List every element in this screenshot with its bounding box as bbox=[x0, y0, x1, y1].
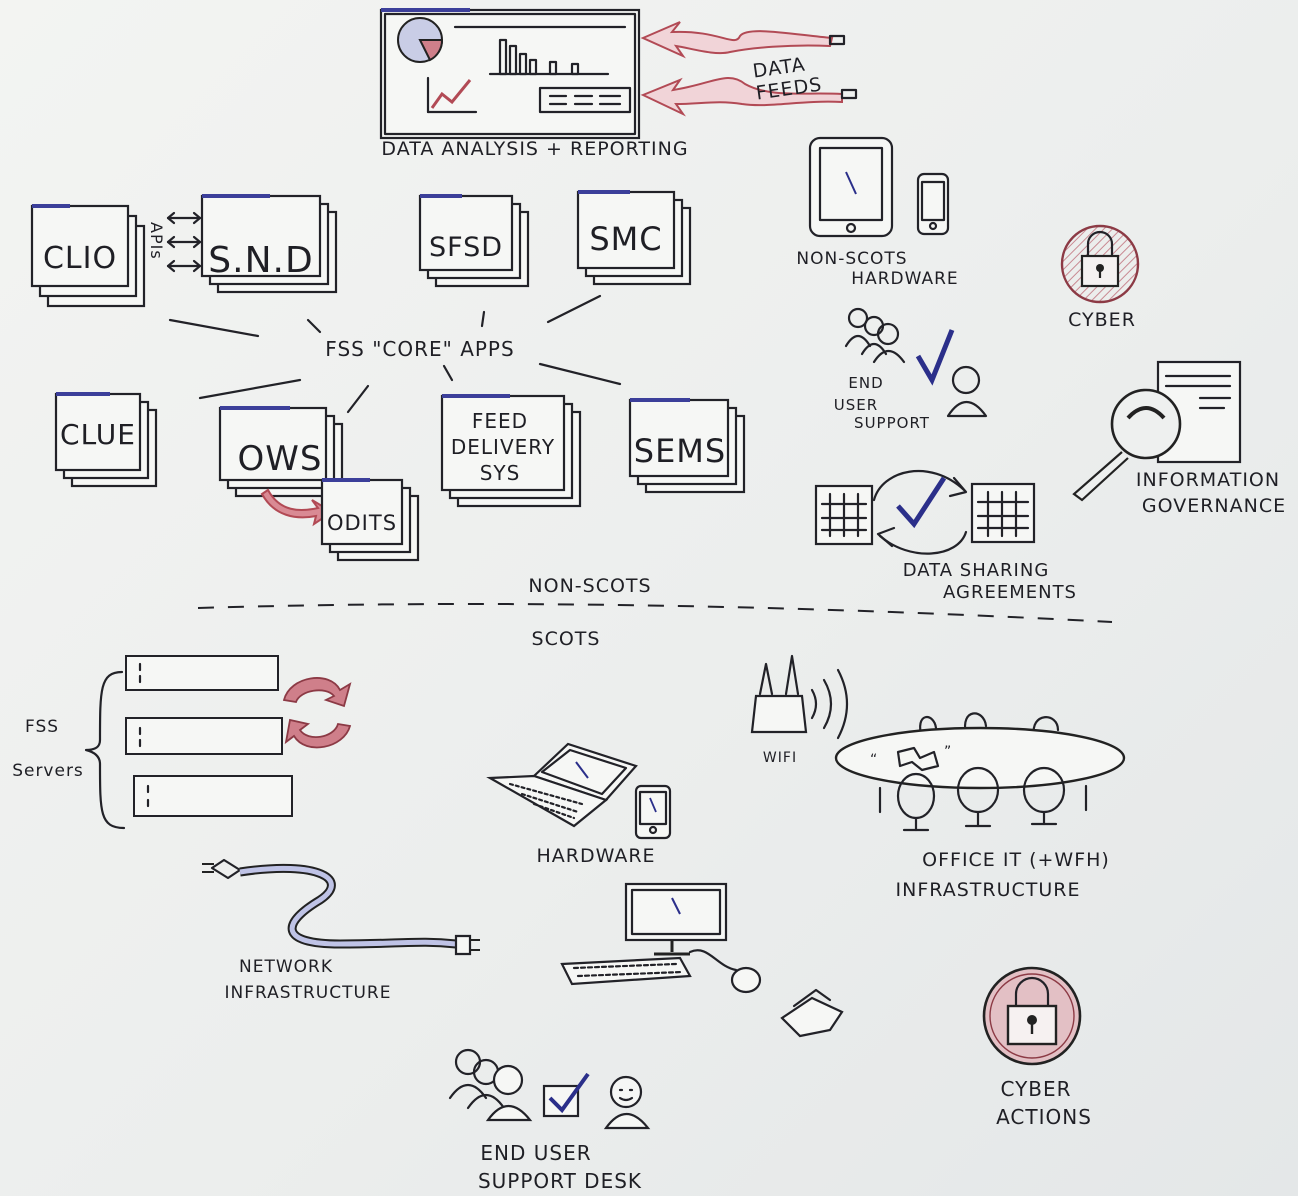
app-smc-label: SMC bbox=[589, 220, 662, 258]
app-ows-label: OWS bbox=[238, 439, 323, 479]
network-label-line1: NETWORK bbox=[239, 957, 333, 977]
reporting-label: DATA ANALYSIS + REPORTING bbox=[381, 138, 688, 160]
scots-divider-line bbox=[197, 602, 1113, 623]
app-clio bbox=[30, 204, 146, 308]
laptop-icon bbox=[486, 742, 638, 828]
app-feed-label-line3: SYS bbox=[480, 461, 521, 485]
app-snd-label: S.N.D bbox=[208, 240, 313, 281]
svg-text:”: ” bbox=[944, 744, 952, 760]
dsa-label-line1: DATA SHARING bbox=[903, 560, 1050, 581]
network-cable-icon bbox=[202, 858, 480, 956]
non-scots-hardware-line1: NON-SCOTS bbox=[796, 249, 907, 269]
non-scots-support-line3: SUPPORT bbox=[854, 414, 930, 432]
app-clio-label: CLIO bbox=[43, 241, 117, 276]
svg-text:“: “ bbox=[870, 752, 878, 768]
app-odits bbox=[320, 478, 420, 562]
scots-hardware-label: HARDWARE bbox=[536, 845, 655, 867]
reporting-dashboard bbox=[379, 8, 641, 140]
cyber-actions-line2: ACTIONS bbox=[996, 1105, 1092, 1129]
information-governance-icon bbox=[1072, 360, 1242, 502]
fss-servers-label-line1: FSS bbox=[25, 717, 59, 737]
cyber-actions-line1: CYBER bbox=[1000, 1077, 1071, 1101]
non-scots-hardware-line2: HARDWARE bbox=[851, 269, 958, 289]
app-feed-label-line1: FEED bbox=[472, 409, 528, 433]
phone-icon bbox=[916, 172, 950, 236]
office-it-label-line1: OFFICE IT (+WFH) bbox=[922, 849, 1110, 871]
app-clue bbox=[54, 392, 158, 488]
wifi-router-icon bbox=[750, 654, 848, 740]
info-governance-line1: INFORMATION bbox=[1136, 469, 1280, 491]
app-snd bbox=[200, 194, 338, 294]
office-meeting-table-icon: “ ” bbox=[834, 712, 1126, 832]
app-clue-label: CLUE bbox=[60, 418, 136, 451]
support-desk-label-line1: END USER bbox=[480, 1141, 591, 1165]
scots-phone-icon bbox=[634, 784, 672, 840]
end-user-support-icon bbox=[844, 307, 988, 418]
app-smc bbox=[576, 190, 692, 286]
app-sems bbox=[628, 398, 746, 494]
api-connectors bbox=[166, 211, 202, 273]
apis-label: APIs bbox=[147, 222, 166, 260]
data-feed-arrow-icon bbox=[640, 21, 858, 117]
fss-servers-label-line2: Servers bbox=[12, 761, 84, 781]
app-sfsd bbox=[418, 194, 530, 288]
non-scots-support-line2: USER bbox=[834, 396, 878, 414]
core-apps-connectors bbox=[168, 294, 622, 414]
ows-to-odits-arrow-icon bbox=[260, 488, 334, 527]
app-sems-label: SEMS bbox=[634, 432, 726, 470]
core-apps-hub-label: FSS "CORE" APPS bbox=[325, 337, 514, 361]
app-sfsd-label: SFSD bbox=[429, 232, 503, 263]
scots-heading: SCOTS bbox=[532, 628, 601, 650]
app-feed-delivery-sys bbox=[440, 394, 582, 508]
app-ows bbox=[218, 406, 344, 498]
fss-servers-icon bbox=[84, 655, 352, 830]
cyber-actions-lock-icon bbox=[982, 966, 1082, 1066]
non-scots-heading: NON-SCOTS bbox=[528, 575, 651, 597]
dsa-label-line2: AGREEMENTS bbox=[943, 582, 1077, 603]
info-governance-line2: GOVERNANCE bbox=[1142, 495, 1286, 517]
support-desk-label-line2: SUPPORT DESK bbox=[478, 1169, 642, 1193]
tablet-icon bbox=[808, 136, 894, 238]
app-odits-label: ODITS bbox=[327, 511, 397, 535]
desktop-computer-icon bbox=[560, 882, 844, 1038]
non-scots-support-line1: END bbox=[848, 374, 883, 392]
support-desk-team-icon bbox=[448, 1048, 651, 1130]
office-it-label-line2: INFRASTRUCTURE bbox=[896, 879, 1081, 901]
app-feed-label-line2: DELIVERY bbox=[451, 435, 555, 459]
data-sharing-agreements-icon bbox=[814, 469, 1036, 555]
cyber-lock-icon bbox=[1060, 224, 1140, 304]
cyber-label: CYBER bbox=[1068, 309, 1136, 331]
wifi-label: WIFI bbox=[763, 750, 797, 766]
network-label-line2: INFRASTRUCTURE bbox=[225, 983, 392, 1003]
